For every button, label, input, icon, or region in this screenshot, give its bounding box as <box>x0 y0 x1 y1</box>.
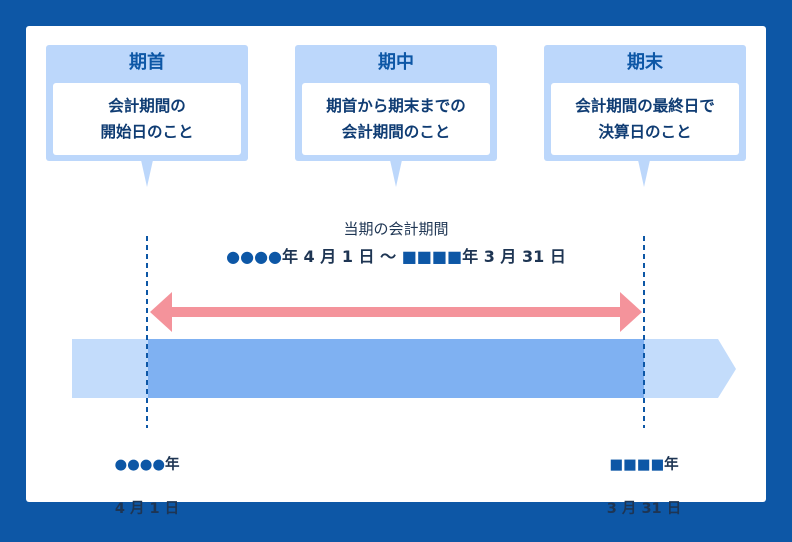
card-body: 期首から期末までの 会計期間のこと <box>302 83 490 155</box>
card-pointer <box>390 160 402 187</box>
timeline-graphic <box>72 236 736 428</box>
period-double-arrow <box>150 292 642 332</box>
current-period-title: 当期の会計期間 <box>343 220 449 238</box>
end-month-day: 3 月 31 日 <box>606 501 682 517</box>
card-title: 期中 <box>378 52 414 73</box>
current-period-range: ●●●●年 4 月 1 日 ～ ■■■■年 3 月 31 日 <box>0 246 792 268</box>
card-body: 会計期間の 開始日のこと <box>53 83 241 155</box>
range-start-marks: ●●●● <box>226 247 282 266</box>
card-pointer <box>638 160 650 187</box>
start-year-suffix: 年 <box>165 457 180 473</box>
card-title: 期首 <box>129 52 165 73</box>
start-month-day: 4 月 1 日 <box>114 501 180 517</box>
range-start-text: 年 4 月 1 日 ～ <box>281 247 402 266</box>
card-text: 期首から期末までの 会計期間のこと <box>326 97 466 141</box>
card-text: 会計期間の最終日で 決算日のこと <box>575 97 715 141</box>
card-text: 会計期間の 開始日のこと <box>100 97 194 141</box>
start-date-label: ●●●●年 4 月 1 日 <box>90 432 204 542</box>
card-pointer <box>141 160 153 187</box>
start-year-marks: ●●●● <box>114 457 166 473</box>
end-year-marks: ■■■■ <box>609 457 665 473</box>
card-period-end: 期末 会計期間の最終日で 決算日のこと <box>544 45 746 161</box>
range-end-text: 年 3 月 31 日 <box>462 247 566 266</box>
card-title: 期末 <box>627 52 663 73</box>
range-end-marks: ■■■■ <box>401 247 463 266</box>
card-body: 会計期間の最終日で 決算日のこと <box>551 83 739 155</box>
current-period-fill <box>148 339 644 398</box>
card-period-middle: 期中 期首から期末までの 会計期間のこと <box>295 45 497 161</box>
end-year-suffix: 年 <box>664 457 679 473</box>
end-date-label: ■■■■年 3 月 31 日 <box>586 432 702 542</box>
card-period-start: 期首 会計期間の 開始日のこと <box>46 45 248 161</box>
